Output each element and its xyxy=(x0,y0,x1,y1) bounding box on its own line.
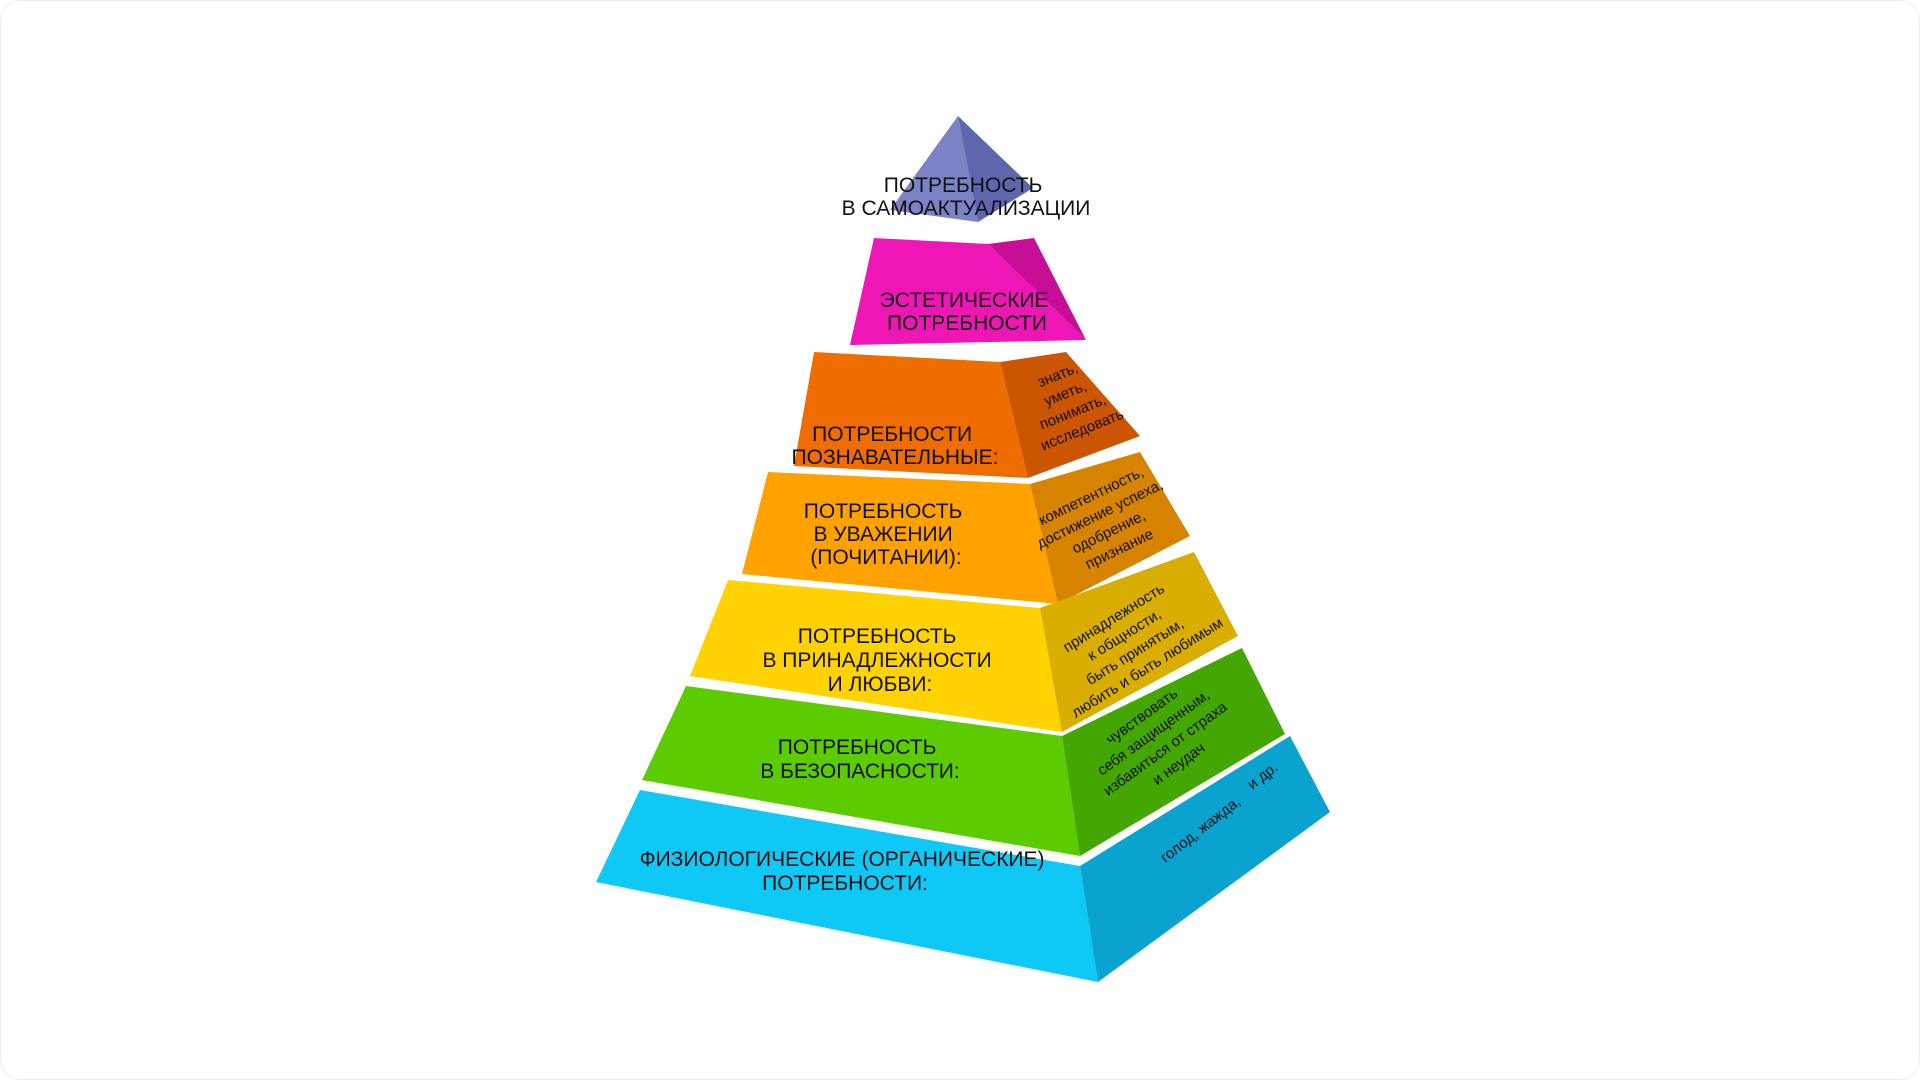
level-front-face xyxy=(596,790,1098,982)
level-title: ПОТРЕБНОСТЬ В БЕЗОПАСНОСТИ: xyxy=(760,736,959,783)
level-front-face xyxy=(690,580,1062,732)
level-side-face xyxy=(988,238,1086,340)
level-side-face xyxy=(1080,736,1330,982)
level-title: ПОТРЕБНОСТЬ В ПРИНАДЛЕЖНОСТИ И ЛЮБВИ: xyxy=(762,625,997,696)
level-front-face xyxy=(794,352,1028,478)
level-cognitive: ПОТРЕБНОСТИ ПОЗНАВАТЕЛЬНЫЕ: знать, уметь… xyxy=(792,352,1140,478)
level-title: ФИЗИОЛОГИЧЕСКИЕ (ОРГАНИЧЕСКИЕ) ПОТРЕБНОС… xyxy=(640,848,1051,895)
level-front-face xyxy=(890,116,978,222)
level-title: ПОТРЕБНОСТЬ В УВАЖЕНИИ (ПОЧИТАНИИ): xyxy=(804,500,968,569)
level-title: ЭСТЕТИЧЕСКИЕ ПОТРЕБНОСТИ xyxy=(880,289,1055,335)
level-self-actualization: ПОТРЕБНОСТЬ В САМОАКТУАЛИЗАЦИИ xyxy=(842,116,1091,222)
level-front-face xyxy=(742,472,1058,604)
level-aesthetic: ЭСТЕТИЧЕСКИЕ ПОТРЕБНОСТИ xyxy=(850,238,1086,345)
level-front-face xyxy=(850,238,1086,345)
level-title: ПОТРЕБНОСТИ ПОЗНАВАТЕЛЬНЫЕ: xyxy=(792,423,999,469)
level-front-face xyxy=(642,686,1080,856)
level-side-face xyxy=(1062,648,1285,856)
level-side-face xyxy=(1040,552,1238,732)
level-side-face xyxy=(1000,352,1140,478)
level-safety: ПОТРЕБНОСТЬ В БЕЗОПАСНОСТИ: чувствовать … xyxy=(642,648,1285,856)
level-side-face xyxy=(1030,452,1190,604)
level-physiological: ФИЗИОЛОГИЧЕСКИЕ (ОРГАНИЧЕСКИЕ) ПОТРЕБНОС… xyxy=(596,736,1330,982)
level-title: ПОТРЕБНОСТЬ В САМОАКТУАЛИЗАЦИИ xyxy=(842,174,1091,220)
level-side-face xyxy=(958,116,1033,222)
level-esteem: ПОТРЕБНОСТЬ В УВАЖЕНИИ (ПОЧИТАНИИ): комп… xyxy=(742,452,1190,604)
